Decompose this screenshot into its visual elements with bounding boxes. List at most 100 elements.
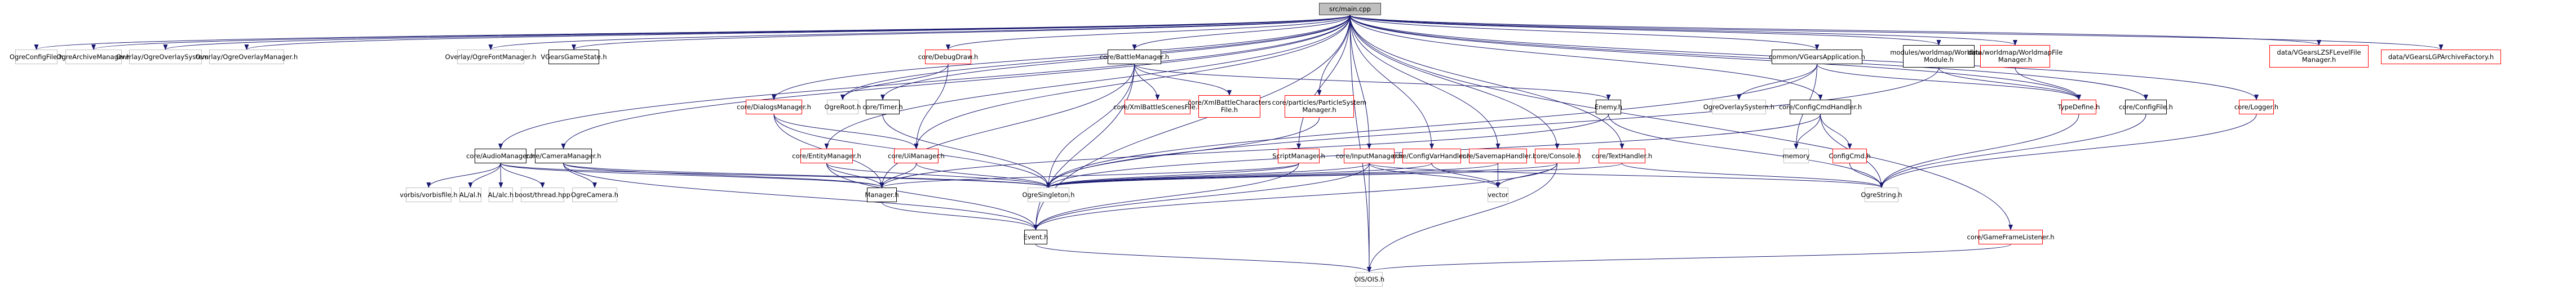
graph-node[interactable]: Enemy.h xyxy=(1595,100,1622,114)
graph-node[interactable]: core/TextHandler.h xyxy=(1592,149,1652,163)
dependency-edge xyxy=(1879,114,2079,188)
dependency-edge xyxy=(1046,163,1557,188)
dependency-edge xyxy=(1879,114,2257,188)
dependency-edge xyxy=(2015,67,2081,100)
graph-node: Overlay/OgreOverlayManager.h xyxy=(196,50,298,64)
graph-node[interactable]: TypeDefine.h xyxy=(2058,100,2100,114)
graph-node[interactable]: core/CameraManager.h xyxy=(525,149,601,163)
graph-node[interactable]: core/XmlBattleScenesFile.h xyxy=(1113,100,1202,114)
graph-node[interactable]: core/InputManager.h xyxy=(1336,149,1402,163)
dependency-edge xyxy=(946,15,1351,50)
graph-node[interactable]: ScriptManager.h xyxy=(1272,149,1325,163)
graph-node: boost/thread.hpp xyxy=(515,188,570,202)
graph-node[interactable]: Manager.h xyxy=(865,188,899,202)
dependency-edge xyxy=(1349,15,1941,46)
dependency-edge xyxy=(1349,15,1434,149)
dependency-edge xyxy=(500,163,884,188)
graph-node[interactable]: core/Logger.h xyxy=(2234,100,2278,114)
graph-node: vector xyxy=(1488,188,1508,202)
dependency-edge xyxy=(1879,114,2146,188)
dependency-edge xyxy=(1046,163,1498,188)
dependency-edge xyxy=(1033,64,1135,230)
dependency-edge xyxy=(1817,64,2081,100)
dependency-edge xyxy=(824,15,1351,149)
graph-node[interactable]: Event.h xyxy=(1024,230,1048,244)
dependency-edge xyxy=(772,15,1351,100)
dependency-edge xyxy=(498,15,1351,149)
dependency-edge xyxy=(1369,163,1884,188)
dependency-edge xyxy=(1794,114,1821,149)
dependency-edge xyxy=(1349,15,2017,46)
dependency-edge xyxy=(914,15,1351,149)
graph-node: OIS/OIS.h xyxy=(1354,272,1384,287)
graph-node[interactable]: core/BattleManager.h xyxy=(1100,50,1169,64)
dependency-edge xyxy=(572,15,1351,50)
dependency-edge xyxy=(1033,163,1299,230)
dependency-edge xyxy=(1134,64,1160,100)
graph-node[interactable]: core/DebugDraw.h xyxy=(918,50,978,64)
graph-node[interactable]: data/VGearsLGPArchiveFactory.h xyxy=(2381,50,2501,64)
dependency-edge xyxy=(563,163,1051,188)
graph-node[interactable]: core/ConfigFile.h xyxy=(2119,100,2173,114)
graph-node[interactable]: core/UiManager.h xyxy=(888,149,945,163)
graph-node[interactable]: core/particles/ParticleSystem Manager.h xyxy=(1272,95,1366,118)
graph-node[interactable]: core/EntityManager.h xyxy=(792,149,861,163)
graph-node[interactable]: core/XmlBattleCharacters File.h xyxy=(1188,95,1271,118)
dependency-edge xyxy=(1134,64,1232,96)
graph-node[interactable]: core/DialogsManager.h xyxy=(737,100,811,114)
graph-node[interactable]: core/SavemapHandler.h xyxy=(1459,149,1537,163)
dependency-edge xyxy=(1134,64,1611,100)
dependency-edge xyxy=(826,163,1038,230)
graph-node[interactable]: core/ConfigVarHandler.h xyxy=(1392,149,1471,163)
graph-node[interactable]: core/Console.h xyxy=(1533,149,1581,163)
graph-node: vorbis/vorbisfile.h xyxy=(400,188,458,202)
graph-node[interactable]: data/VGearsLZSFLevelFile Manager.h xyxy=(2269,45,2369,68)
dependency-edge xyxy=(1820,114,1852,149)
graph-node[interactable]: core/Timer.h xyxy=(862,100,903,114)
graph-node[interactable]: common/VGearsApplication.h xyxy=(1769,50,1865,64)
dependency-edge xyxy=(1349,15,1560,149)
dependency-edge xyxy=(1367,244,2011,273)
dependency-edge xyxy=(1296,15,1351,149)
dependency-edge xyxy=(1367,163,1557,273)
dependency-edge xyxy=(1349,15,2013,230)
dependency-edge xyxy=(1608,114,1884,188)
dependency-edge xyxy=(563,163,1038,230)
graph-node[interactable]: modules/worldmap/Worldmap Module.h xyxy=(1890,45,1988,68)
dependency-edge xyxy=(500,163,545,188)
dependency-edge xyxy=(563,163,597,188)
graph-node: OgreCamera.h xyxy=(571,188,618,202)
dependency-edge xyxy=(426,163,501,188)
dependency-edge xyxy=(1431,163,1501,188)
graph-node[interactable]: ConfigCmd.h xyxy=(1829,149,1871,163)
graph-node[interactable]: core/GameFrameListener.h xyxy=(1967,230,2055,244)
dependency-edge xyxy=(1046,163,1622,188)
dependency-edge xyxy=(468,163,501,188)
graph-node: AL/al.h xyxy=(459,188,481,202)
dependency-edge xyxy=(1737,64,1817,100)
dependency-edge xyxy=(879,163,917,188)
dependency-edge xyxy=(1349,15,2443,50)
graph-node: Overlay/OgreOverlaySystem.h xyxy=(116,50,215,64)
dependency-edge xyxy=(1349,15,1371,273)
graph-node[interactable]: core/AudioManager.h xyxy=(466,149,535,163)
graph-node[interactable]: VGearsGameState.h xyxy=(541,50,607,64)
graph-node: Overlay/OgreFontManager.h xyxy=(445,50,536,64)
dependency-edge xyxy=(826,163,1051,188)
dependency-edge xyxy=(1046,163,1370,188)
dependency-edge xyxy=(1046,117,1320,188)
dependency-edge xyxy=(1046,163,1299,188)
graph-node[interactable]: data/worldmap/WorldmapFile Manager.h xyxy=(1968,45,2062,68)
dependency-edge xyxy=(1132,15,1351,50)
dependency-edge xyxy=(500,163,1051,188)
dependency-edge xyxy=(882,114,1051,188)
dependency-edge xyxy=(1349,15,1501,149)
dependency-edge xyxy=(1046,163,1432,188)
graph-node: OgreString.h xyxy=(1861,188,1902,202)
dependency-edge xyxy=(1033,163,1370,230)
dependency-edge xyxy=(1349,15,1820,50)
dependency-edge xyxy=(1938,67,2081,100)
dependency-edge xyxy=(879,64,1135,188)
graph-root-node: src/main.cpp xyxy=(1319,3,1381,15)
graph-node[interactable]: core/ConfigCmdHandler.h xyxy=(1779,100,1862,114)
